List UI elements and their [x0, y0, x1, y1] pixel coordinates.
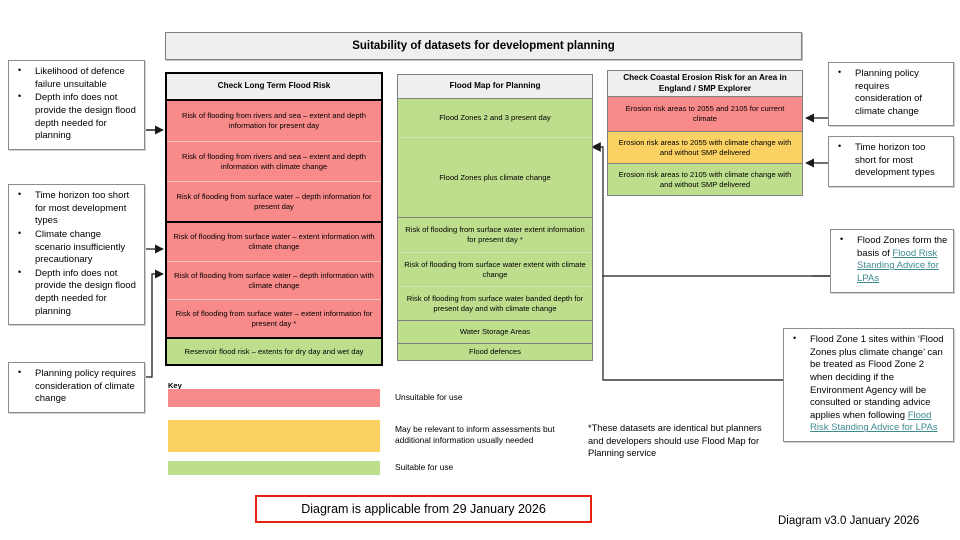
note-defence-failure: Likelihood of defence failure unsuitable… [8, 60, 145, 150]
applicable-from-badge: Diagram is applicable from 29 January 20… [255, 495, 592, 523]
column-check-coastal-erosion-risk: Check Coastal Erosion Risk for an Area i… [607, 70, 803, 196]
column-header-long-term-flood-risk: Check Long Term Flood Risk [165, 72, 383, 101]
ltfr-group-2: Risk of flooding from surface water – ex… [165, 223, 383, 339]
note-bullet: Planning policy requires consideration o… [833, 67, 948, 119]
fmp-group-3: Water Storage Areas [397, 321, 593, 344]
flood-risk-standing-advice-link[interactable]: Flood Risk Standing Advice for LPAs [810, 409, 938, 434]
key-swatch-unsuitable [168, 389, 380, 407]
column-header-coastal-erosion: Check Coastal Erosion Risk for an Area i… [607, 70, 803, 97]
fmp-group-2: Risk of flooding from surface water exte… [397, 218, 593, 321]
ltfr-cell-surface-extent-cc: Risk of flooding from surface water – ex… [167, 223, 381, 261]
column-check-long-term-flood-risk: Check Long Term Flood Risk Risk of flood… [165, 72, 383, 366]
note-flood-zones-basis: Flood Zones form the basis of Flood Risk… [830, 229, 954, 293]
fmp-group-1: Flood Zones 2 and 3 present day Flood Zo… [397, 99, 593, 218]
fmp-cell-flood-zones-cc: Flood Zones plus climate change [398, 137, 592, 217]
fmp-cell-surface-banded-depth: Risk of flooding from surface water band… [398, 286, 592, 320]
footnote-identical-datasets: *These datasets are identical but planne… [588, 423, 762, 459]
note-text-prefix: Flood Zones form the basis of [857, 235, 948, 259]
note-bullet: Flood Zones form the basis of Flood Risk… [835, 234, 948, 286]
ltfr-group-1: Risk of flooding from rivers and sea – e… [165, 101, 383, 223]
note-time-horizon-right: Time horizon too short for most developm… [828, 136, 954, 187]
note-planning-policy-right: Planning policy requires consideration o… [828, 62, 954, 126]
note-bullet: Time horizon too short for most developm… [13, 189, 139, 228]
key-text-suitable: Suitable for use [395, 462, 454, 472]
note-bullet: Depth info does not provide the design f… [13, 267, 139, 319]
diagram-version: Diagram v3.0 January 2026 [778, 515, 920, 527]
flood-risk-standing-advice-link[interactable]: Flood Risk Standing Advice for LPAs [857, 247, 939, 284]
ce-cell-2105-cc-smp: Erosion risk areas to 2105 with climate … [608, 163, 802, 195]
note-time-horizon-climate: Time horizon too short for most developm… [8, 184, 145, 326]
key-text-unsuitable: Unsuitable for use [395, 392, 463, 402]
note-bullet: Time horizon too short for most developm… [833, 141, 948, 180]
ltfr-cell-surface-depth-present: Risk of flooding from surface water – de… [167, 181, 381, 221]
page-title: Suitability of datasets for development … [165, 32, 802, 60]
fmp-cell-flood-defences: Flood defences [398, 344, 592, 360]
key-label: Key [168, 381, 182, 390]
note-bullet: Flood Zone 1 sites within ‘Flood Zones p… [788, 333, 948, 435]
column-flood-map-for-planning: Flood Map for Planning Flood Zones 2 and… [397, 74, 593, 361]
ce-cell-2055-2105-current: Erosion risk areas to 2055 and 2105 for … [608, 97, 802, 131]
note-text-prefix: Flood Zone 1 sites within ‘Flood Zones p… [810, 334, 944, 421]
note-bullet: Depth info does not provide the design f… [13, 91, 139, 143]
applicable-from-text: Diagram is applicable from 29 January 20… [301, 502, 546, 516]
note-bullet: Climate change scenario insufficiently p… [13, 228, 139, 267]
column-header-flood-map-for-planning: Flood Map for Planning [397, 74, 593, 99]
key-text-caution: May be relevant to inform assessments bu… [395, 424, 555, 446]
ltfr-group-3: Reservoir flood risk – extents for dry d… [165, 339, 383, 366]
note-flood-zone-1: Flood Zone 1 sites within ‘Flood Zones p… [783, 328, 954, 442]
page-title-text: Suitability of datasets for development … [352, 40, 615, 52]
key-swatch-suitable [168, 461, 380, 475]
ltfr-cell-rivers-sea-cc: Risk of flooding from rivers and sea – e… [167, 141, 381, 181]
ltfr-cell-surface-depth-cc: Risk of flooding from surface water – de… [167, 261, 381, 299]
fmp-cell-surface-extent-present: Risk of flooding from surface water exte… [398, 218, 592, 252]
key-swatch-caution [168, 420, 380, 452]
note-bullet: Planning policy requires consideration o… [13, 367, 139, 406]
ltfr-cell-rivers-sea-present: Risk of flooding from rivers and sea – e… [167, 101, 381, 141]
fmp-cell-flood-zones-2-3: Flood Zones 2 and 3 present day [398, 99, 592, 137]
fmp-cell-water-storage-areas: Water Storage Areas [398, 321, 592, 343]
fmp-group-4: Flood defences [397, 344, 593, 361]
fmp-cell-surface-extent-cc: Risk of flooding from surface water exte… [398, 252, 592, 286]
ltfr-cell-reservoir: Reservoir flood risk – extents for dry d… [167, 339, 381, 364]
note-planning-policy-left: Planning policy requires consideration o… [8, 362, 145, 413]
ce-cell-2055-cc-smp: Erosion risk areas to 2055 with climate … [608, 131, 802, 163]
ltfr-cell-surface-extent-present: Risk of flooding from surface water – ex… [167, 299, 381, 337]
ce-group-1: Erosion risk areas to 2055 and 2105 for … [607, 97, 803, 196]
note-bullet: Likelihood of defence failure unsuitable [13, 65, 139, 91]
